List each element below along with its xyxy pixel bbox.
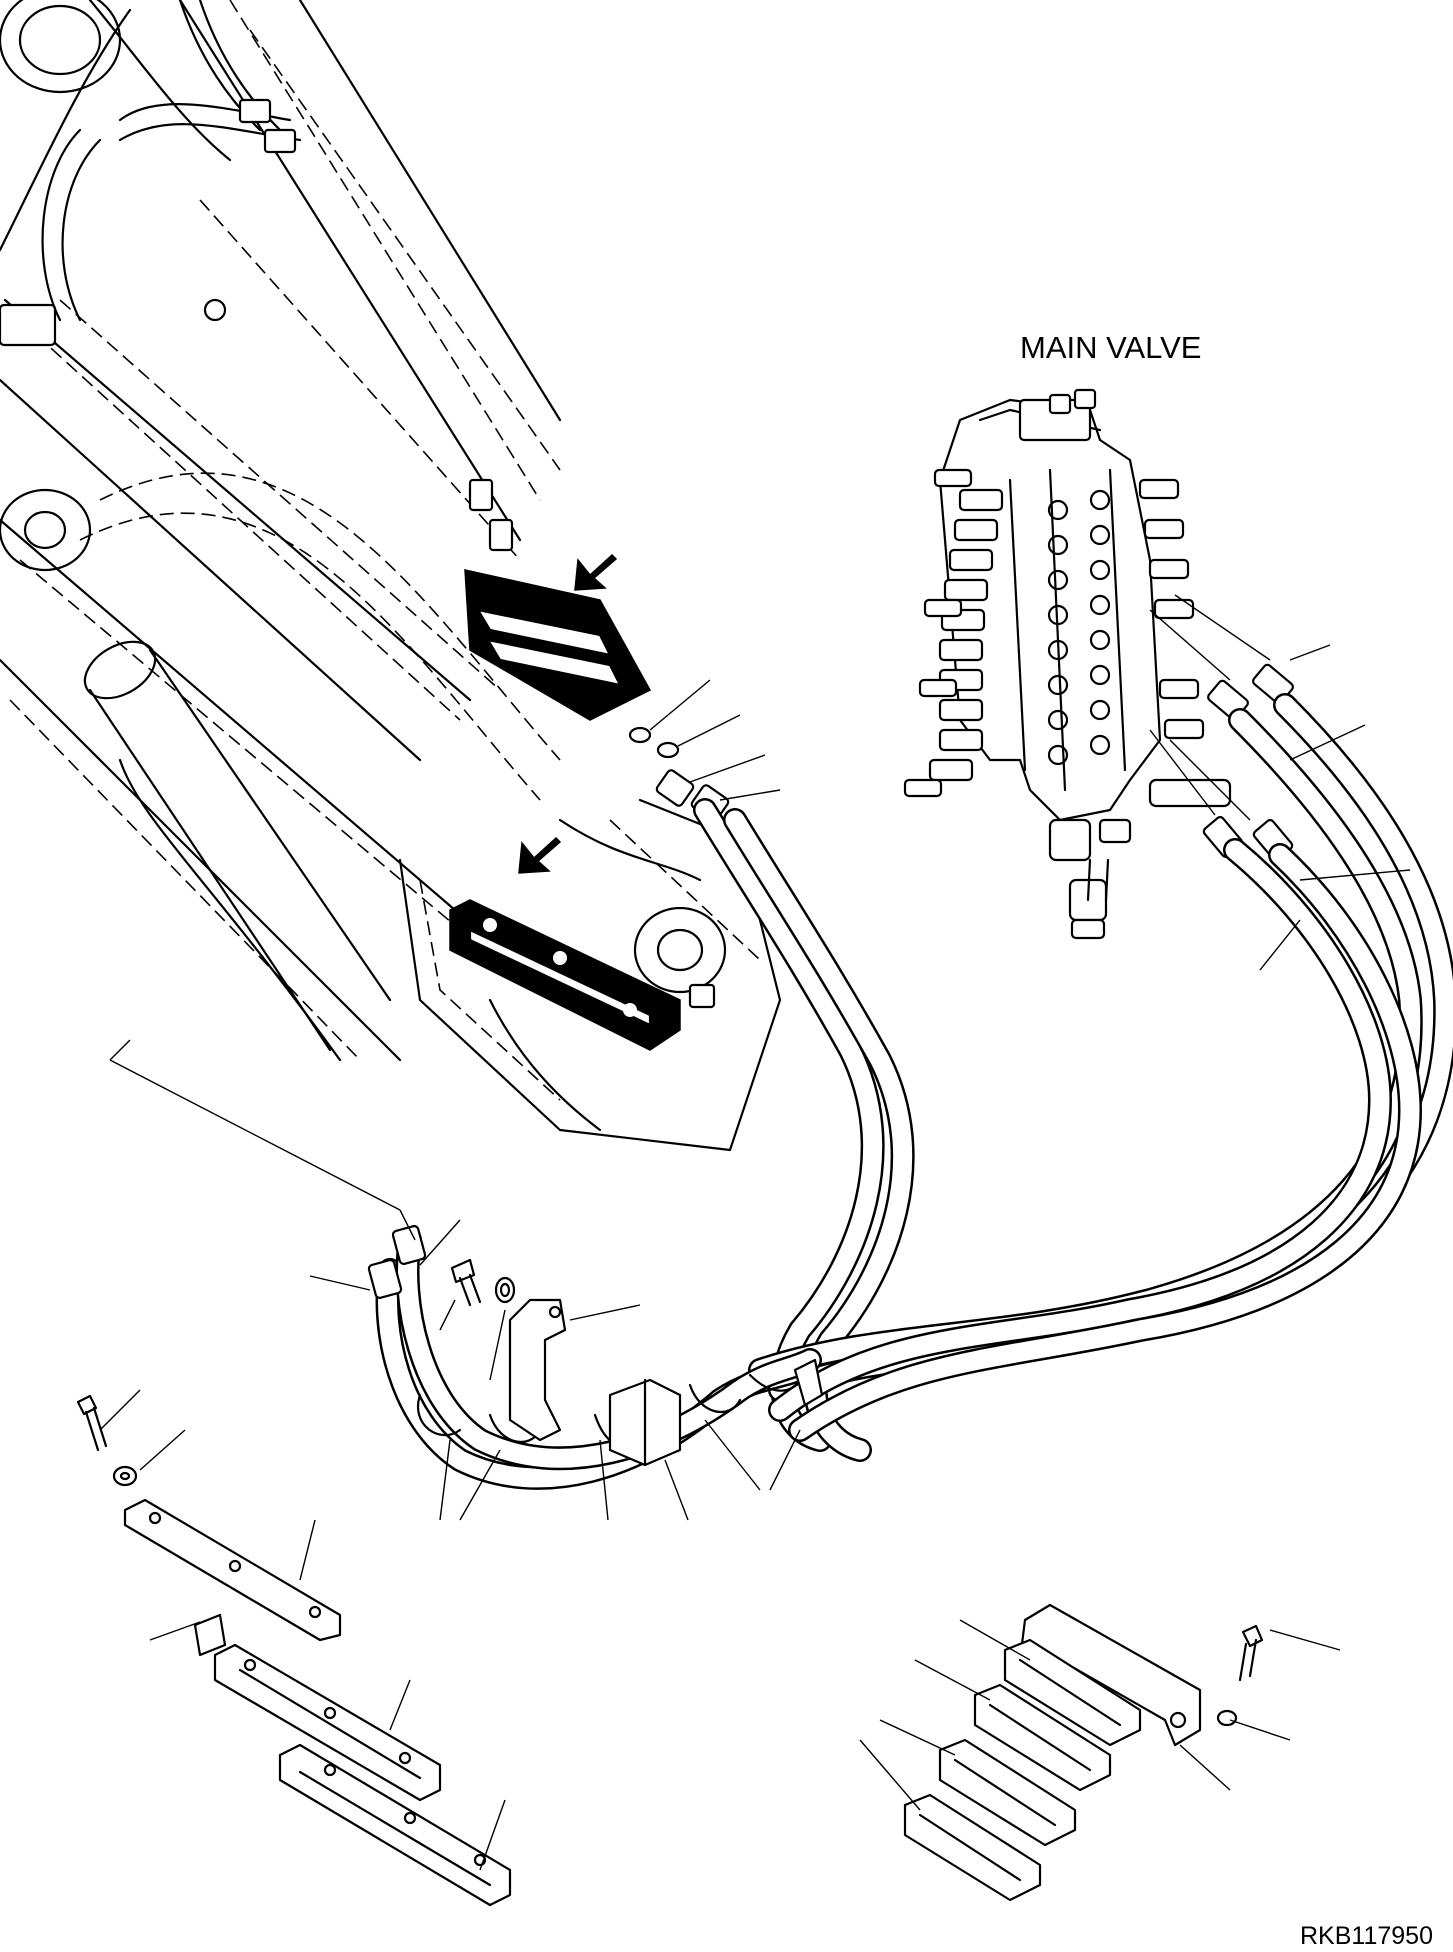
o-rings (628, 679, 741, 759)
main-valve-label: MAIN VALVE (1020, 330, 1201, 365)
clamp-assembly-left (76, 1394, 512, 1907)
hydraulic-hoses (367, 693, 1453, 1490)
hose-clamp-block-lower (449, 899, 681, 1051)
boom-structure (0, 0, 562, 1062)
drawing-number: RKB117950 (1300, 1922, 1433, 1950)
main-valve (903, 388, 1232, 940)
arrow-down-left-icon (518, 836, 562, 874)
arrow-down-left-icon (574, 553, 618, 591)
clamp-assembly-right (903, 1603, 1264, 1902)
center-mount-parts (450, 1258, 567, 1442)
hose-clamp-block-upper (464, 569, 652, 721)
leader-lines (99, 644, 1411, 1871)
